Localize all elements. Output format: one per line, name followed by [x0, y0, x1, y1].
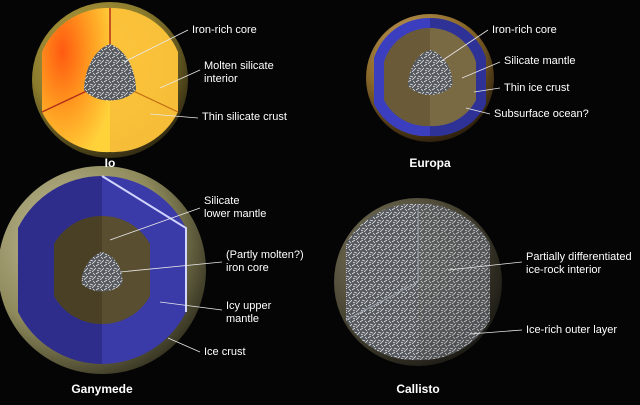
ganymede-sphere [0, 166, 206, 374]
io-core [84, 44, 136, 101]
europa-label-core: Iron-rich core [492, 24, 557, 36]
europa-leaders [439, 29, 501, 115]
ganymede-lower-mantle-right [102, 215, 150, 325]
ganymede-core [81, 252, 123, 292]
callisto-interior-right [418, 203, 490, 361]
ganymede-lower-mantle-left [54, 215, 102, 325]
callisto-label-outer: Ice-rich outer layer [526, 324, 618, 336]
ganymede-ice-crust-edge [101, 175, 187, 312]
ganymede-leaders [109, 207, 223, 353]
ganymede-label-lower-mantle: Silicate lower mantle [204, 195, 267, 220]
io-label-interior: Molten silicate interior [204, 60, 274, 85]
callisto-leaders [447, 261, 523, 335]
io-cutaway-right [110, 7, 178, 153]
europa-mantle [384, 27, 430, 127]
ganymede-label-ice-crust: Ice crust [204, 346, 246, 358]
europa-sphere [366, 14, 494, 142]
io-cutaway-left [42, 7, 110, 153]
europa-name: Europa [409, 156, 451, 170]
io-sphere [32, 2, 188, 158]
io-name: Io [104, 156, 116, 170]
io-leaders [123, 29, 201, 119]
callisto-interior-left [346, 203, 418, 361]
io-label-crust: Thin silicate crust [202, 111, 287, 123]
europa-label-mantle: Silicate mantle [504, 55, 576, 67]
callisto-cutaway-edge [345, 204, 419, 321]
ganymede-label-core: (Partly molten?) iron core [226, 249, 304, 274]
ganymede-label-upper-mantle: Icy upper mantle [226, 300, 272, 325]
europa-label-crust: Thin ice crust [504, 82, 570, 94]
callisto-name: Callisto [396, 382, 440, 396]
callisto-label-interior: Partially differentiated ice-rock interi… [526, 251, 632, 276]
callisto-sphere [334, 198, 502, 366]
io-label-core: Iron-rich core [192, 24, 257, 36]
europa-label-ocean: Subsurface ocean? [494, 108, 589, 120]
europa-mantle-right [430, 27, 476, 127]
ganymede-name: Ganymede [71, 382, 133, 396]
